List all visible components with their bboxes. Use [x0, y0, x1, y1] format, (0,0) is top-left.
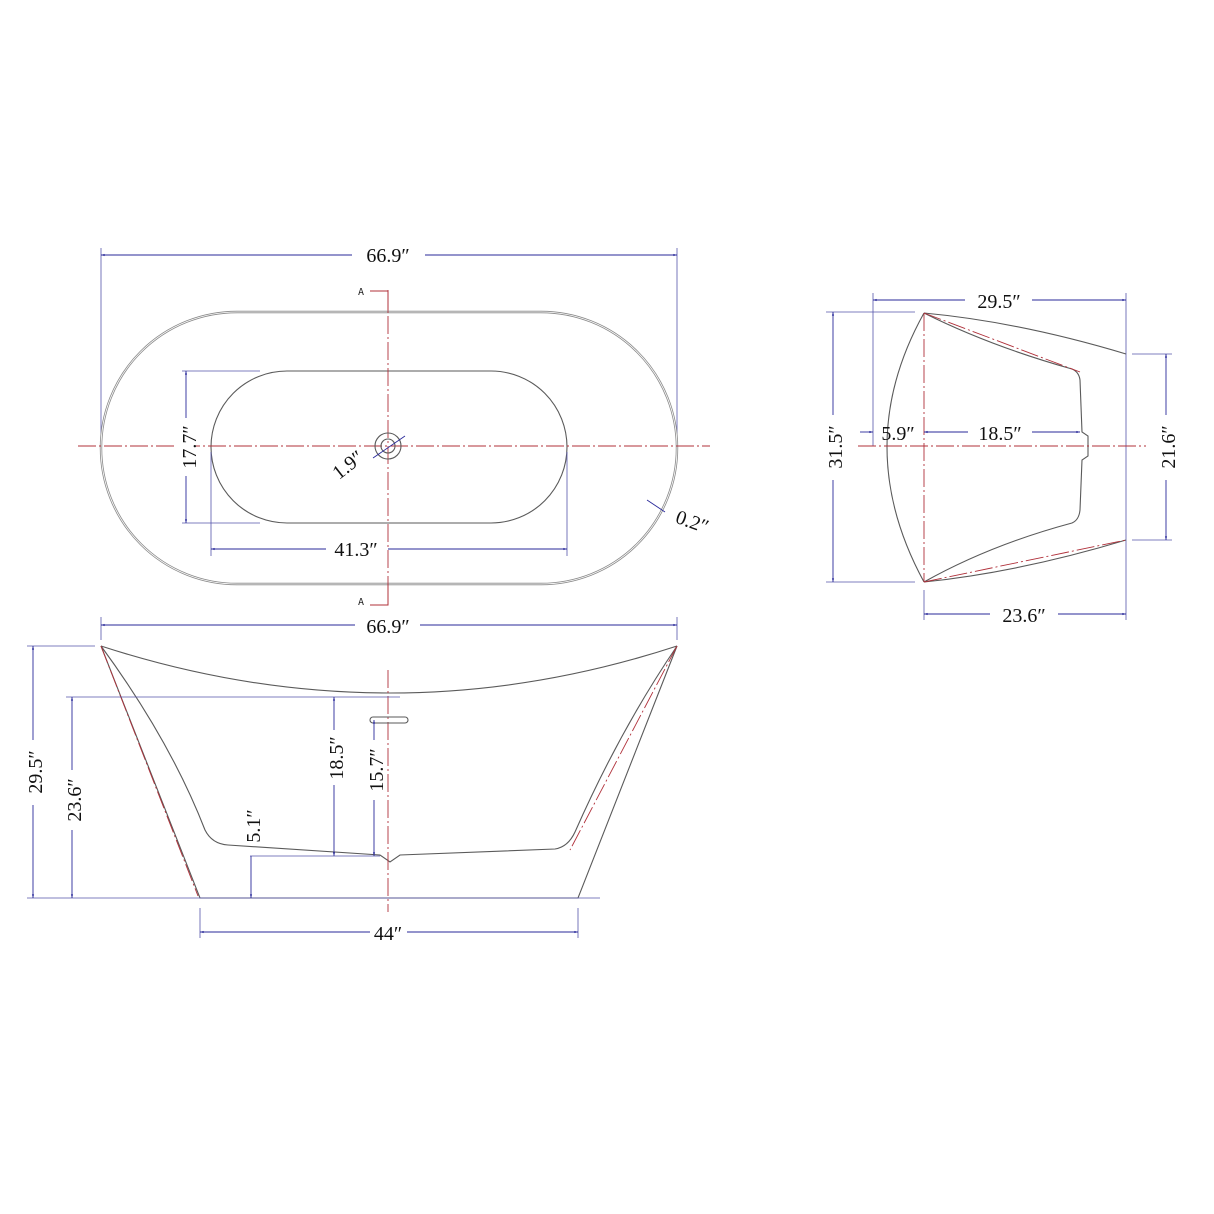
top-view: 66.9″ A 17.7″ 41.3″ 1.9″ 0.2″: [78, 245, 711, 608]
side-view: 66.9″ 29.5″ 23.6″ 18.5″: [22, 616, 678, 945]
section-marker-bottom: A: [358, 597, 364, 608]
inner-shell: [100, 645, 678, 863]
section-line-bottom: [370, 584, 389, 606]
end-interior-depth-label: 18.5″: [978, 423, 1021, 445]
end-wall-centerline-bottom: [923, 539, 1127, 583]
wall-centerline-left: [100, 645, 199, 897]
floor-thickness-label: 5.1″: [243, 809, 265, 842]
drain-dimension-line: [372, 435, 406, 459]
drain-inner: [380, 438, 396, 454]
section-marker-top: A: [358, 287, 364, 298]
end-overall-height-label: 31.5″: [825, 425, 847, 468]
overflow: [369, 716, 409, 724]
end-top-width-label: 29.5″: [977, 291, 1020, 313]
rim-dimension-line: [646, 499, 666, 513]
end-wall-centerline-top: [923, 312, 1081, 373]
interior-depth-label: 18.5″: [326, 736, 348, 779]
offset-label: 5.9″: [881, 423, 914, 445]
rim-thickness-label: 0.2″: [673, 506, 712, 538]
top-overall-length-label: 66.9″: [366, 245, 409, 267]
center-height-label: 23.6″: [64, 778, 86, 821]
end-height-label: 21.6″: [1158, 425, 1180, 468]
outer-shell: [100, 645, 678, 899]
inner-basin: [210, 370, 568, 524]
top-rim-curve: [100, 645, 678, 694]
end-view: 29.5″ 31.5″ 21.6″ 5.9″ 18.5″: [822, 291, 1180, 627]
end-outer-arc: [886, 312, 925, 583]
overflow-height-label: 15.7″: [366, 748, 388, 791]
end-base-width-label: 23.6″: [1002, 605, 1045, 627]
drain-outer: [374, 432, 402, 460]
end-inner-shell: [923, 312, 1089, 583]
side-overall-height-label: 29.5″: [25, 750, 47, 793]
base-length-label: 44″: [374, 923, 402, 945]
end-top-edge: [923, 312, 1127, 355]
wall-centerline-right: [569, 645, 678, 851]
basin-length-label: 41.3″: [334, 539, 377, 561]
basin-width-label: 17.7″: [179, 425, 201, 468]
end-bottom-edge: [923, 539, 1127, 583]
side-overall-length-label: 66.9″: [366, 616, 409, 638]
section-line-top: [370, 290, 389, 312]
outer-rim-inner: [100, 311, 678, 585]
drain-diameter-label: 1.9″: [328, 446, 368, 484]
